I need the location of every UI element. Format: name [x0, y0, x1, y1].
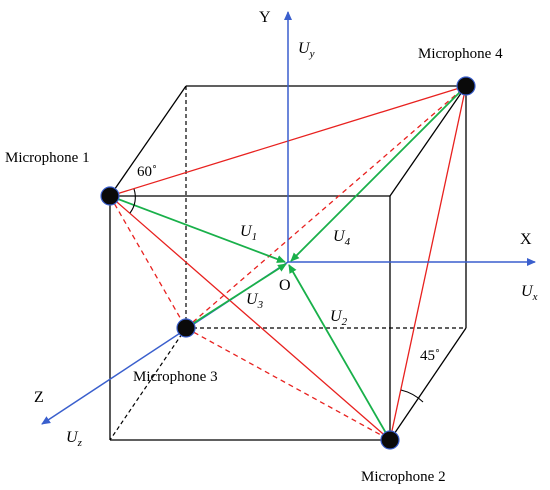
red-dash-m1-m3: [109, 195, 187, 329]
u4-label: U4: [333, 228, 351, 248]
uz-label: Uz: [66, 429, 83, 449]
cube-hidden-edge: [109, 327, 187, 441]
vector-u2: [288, 264, 391, 441]
microphone-3-label: Microphone 3: [133, 369, 218, 385]
red-dash-m3-m2: [185, 327, 391, 441]
x-axis-label: X: [520, 231, 532, 248]
microphone-4-node: [456, 76, 476, 96]
vector-u1: [109, 195, 286, 263]
cube-edge: [109, 85, 187, 197]
angle-45-label: 45˚: [420, 348, 440, 364]
vector-u3: [185, 263, 287, 329]
vector-u4: [290, 85, 467, 262]
axes: [41, 11, 536, 425]
u2-label: U2: [330, 308, 348, 328]
microphone-2-label: Microphone 2: [361, 469, 446, 485]
cube-edge: [389, 85, 467, 197]
microphone-1-label: Microphone 1: [5, 150, 90, 166]
angle-arc-60: [129, 188, 136, 214]
microphone-4-label: Microphone 4: [418, 46, 503, 62]
microphone-3-node: [176, 318, 196, 338]
u1-label: U1: [240, 223, 257, 243]
microphone-nodes: [100, 76, 476, 450]
origin-label: O: [279, 277, 291, 294]
ux-label: Ux: [521, 283, 538, 303]
red-dashed-connections: [109, 85, 467, 441]
green-vectors: [109, 85, 467, 441]
angle-arc-45: [400, 389, 424, 403]
cube-solid-edges: [109, 85, 467, 441]
u3-label: U3: [246, 291, 264, 311]
microphone-1-node: [100, 186, 120, 206]
red-line-m4-m2: [389, 85, 467, 441]
uy-label: Uy: [298, 40, 315, 60]
microphone-2-node: [380, 430, 400, 450]
red-dash-m3-m4: [185, 85, 467, 329]
y-axis-label: Y: [259, 9, 271, 26]
angle-60-label: 60˚: [137, 164, 157, 180]
cube-edge: [389, 327, 467, 441]
z-axis-label: Z: [34, 389, 44, 406]
red-line-m1-m2: [109, 195, 391, 441]
angle-arcs: [129, 188, 424, 403]
